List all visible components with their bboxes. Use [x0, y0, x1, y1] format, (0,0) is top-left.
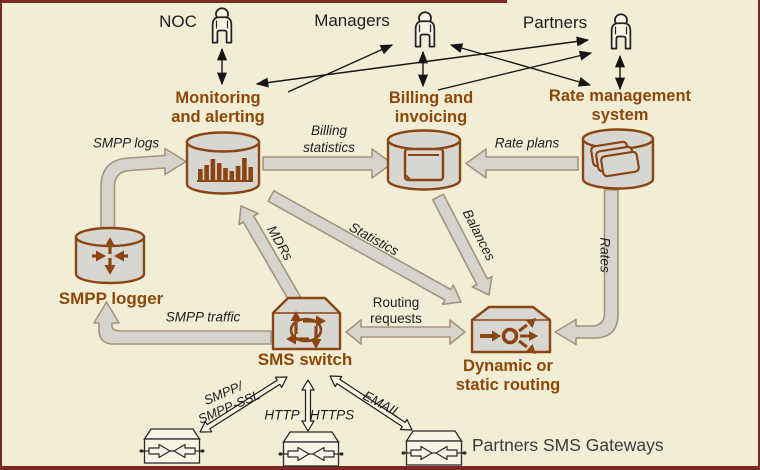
arrow-smpp-logs	[100, 147, 187, 241]
sms-switch-title: SMS switch	[257, 350, 353, 369]
link-switch-gateway-email	[329, 375, 413, 431]
arrow-smpp-traffic	[93, 301, 272, 345]
flow-label-smpp-logs: SMPP logs	[92, 135, 160, 151]
arrow-billing-statistics	[262, 148, 393, 179]
bar-chart-icon	[197, 158, 253, 182]
partners-person-icon	[610, 13, 632, 50]
frame-right	[758, 0, 760, 470]
smpp-logger-title: SMPP logger	[58, 289, 164, 308]
actor-label-managers: Managers	[314, 11, 390, 30]
frame-bottom	[0, 466, 760, 470]
link-switch-gateway-http	[301, 379, 315, 432]
arrow-rates	[554, 189, 619, 346]
gateway-right-icon	[400, 430, 468, 466]
monitoring-db	[185, 131, 261, 195]
arrow-mdrs	[238, 205, 303, 305]
flow-label-billing-statistics: Billing statistics	[303, 123, 355, 155]
frame-top	[0, 0, 507, 3]
actor-label-noc: NOC	[159, 12, 197, 31]
routing-box	[470, 305, 552, 354]
actor-links	[216, 36, 626, 93]
arrow-rate-plans	[465, 148, 579, 179]
frame-left	[0, 0, 2, 470]
flow-label-smpp-traffic: SMPP traffic	[165, 309, 241, 325]
arrow-balances	[431, 193, 493, 296]
arrow-routing-requests	[345, 319, 466, 345]
logger-arrows-icon	[92, 237, 128, 275]
managers-person-icon	[414, 11, 436, 48]
routing-icon	[480, 318, 538, 354]
flow-label-routing-requests: Routing requests	[370, 295, 422, 326]
link-switch-gateway-smpp	[199, 376, 288, 433]
invoice-icon	[403, 147, 445, 182]
link-billing-partners	[437, 50, 593, 91]
rate-title: Rate management system	[548, 87, 692, 124]
flow-label-http: HTTP	[264, 407, 300, 423]
noc-person-icon	[211, 7, 233, 44]
rate-cards-icon	[590, 140, 640, 178]
gateways-label: Partners SMS Gateways	[472, 435, 664, 455]
monitoring-title: Monitoring and alerting	[171, 89, 265, 126]
billing-title: Billing and invoicing	[388, 89, 474, 126]
arrow-statistics	[267, 190, 462, 306]
link-managers-rate	[449, 43, 592, 87]
actor-label-partners: Partners	[522, 13, 588, 32]
routing-title: Dynamic or static routing	[455, 357, 561, 394]
flow-label-rates: Rates	[597, 237, 613, 273]
sms-switch-box	[271, 296, 342, 351]
gateway-left-icon	[138, 428, 206, 464]
flow-label-rate-plans: Rate plans	[494, 135, 560, 151]
gateway-middle-icon	[277, 431, 345, 467]
switch-icon	[286, 311, 326, 349]
flow-label-https: HTTPS	[309, 407, 355, 423]
